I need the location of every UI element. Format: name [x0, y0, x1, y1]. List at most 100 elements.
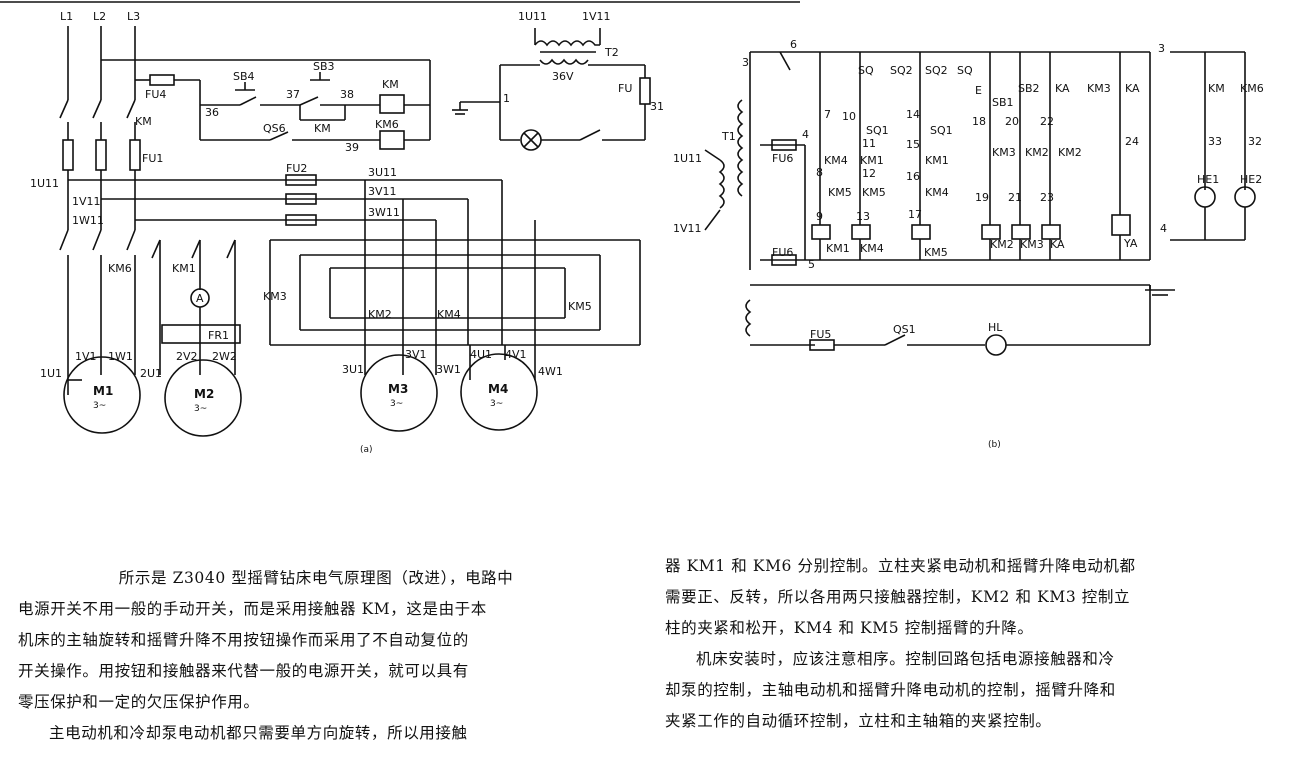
- paragraph-line: 机床的主轴旋转和摇臂升降不用按钮操作而采用了不自动复位的: [18, 631, 469, 649]
- switch-label: QS1: [893, 323, 916, 336]
- node-label: 33: [1208, 135, 1222, 148]
- node-label: 32: [1248, 135, 1262, 148]
- motor-phase: 3~: [490, 399, 503, 409]
- switch-label: KM5: [568, 300, 592, 313]
- bus-label: 1W11: [72, 214, 104, 227]
- node-label: 38: [340, 88, 354, 101]
- lamp-label: HE2: [1240, 173, 1262, 186]
- motor-label: M3: [388, 382, 408, 396]
- control-label: SB4: [233, 70, 255, 83]
- node-label: 31: [650, 100, 664, 113]
- motor-phase: 3~: [390, 399, 403, 409]
- switch-label: KM5: [862, 186, 886, 199]
- node-label: 24: [1125, 135, 1139, 148]
- node-label: 14: [906, 108, 920, 121]
- motor-terminal: 4W1: [538, 365, 563, 378]
- node-label: 23: [1040, 191, 1054, 204]
- caption-a: (a): [360, 445, 373, 455]
- switch-label: KM1: [925, 154, 949, 167]
- paragraph-line: 夹紧工作的自动循环控制，立柱和主轴箱的夹紧控制。: [665, 712, 1052, 730]
- motor-terminal: 2W2: [212, 350, 237, 363]
- node-label: 15: [906, 138, 920, 151]
- switch-label: KA: [1125, 82, 1140, 95]
- motor-label: M1: [93, 384, 113, 398]
- switch-label: SB2: [1018, 82, 1040, 95]
- node-label: 16: [906, 170, 920, 183]
- node-label: 36: [205, 106, 219, 119]
- node-label: 3: [1158, 42, 1165, 55]
- fuse-label: FU5: [810, 328, 831, 341]
- fuse-label: FU2: [286, 162, 307, 175]
- motor-terminal: 2V2: [176, 350, 198, 363]
- switch-label: KM4: [437, 308, 461, 321]
- switch-label: KM1: [860, 154, 884, 167]
- coil-label: KM3: [1020, 238, 1044, 251]
- motor-label: M2: [194, 387, 214, 401]
- switch-label: KM: [1208, 82, 1225, 95]
- node-label: 17: [908, 208, 922, 221]
- paragraph-line: 电源开关不用一般的手动开关，而是采用接触器 KM，这是由于本: [18, 600, 487, 618]
- node-label: 11: [862, 137, 876, 150]
- motor-terminal: 4U1: [470, 348, 492, 361]
- motor-terminal: 4V1: [505, 348, 527, 361]
- node-label: 37: [286, 88, 300, 101]
- node-label: 1: [503, 92, 510, 105]
- node-label: 21: [1008, 191, 1022, 204]
- node-label: 5: [808, 258, 815, 271]
- bus-label: 3U11: [368, 166, 397, 179]
- paragraph-line: 需要正、反转，所以各用两只接触器控制，KM2 和 KM3 控制立: [665, 588, 1131, 606]
- switch-label: SQ1: [930, 124, 953, 137]
- transformer-label: 1V11: [673, 222, 702, 235]
- coil-label: KA: [1050, 238, 1065, 251]
- coil-label: YA: [1123, 237, 1138, 250]
- node-label: 19: [975, 191, 989, 204]
- switch-label: SQ1: [866, 124, 889, 137]
- node-label: 7: [824, 108, 831, 121]
- phase-label: L1: [60, 10, 73, 23]
- node-label: 20: [1005, 115, 1019, 128]
- motor-terminal: 1V1: [75, 350, 97, 363]
- node-label: 4: [1160, 222, 1167, 235]
- relay-label: FR1: [208, 329, 229, 342]
- motor-terminal: 3W1: [436, 363, 461, 376]
- paragraph-line: 所示是 Z3040 型摇臂钻床电气原理图（改进），电路中: [118, 569, 514, 587]
- phase-label: L2: [93, 10, 106, 23]
- switch-label: KM6: [108, 262, 132, 275]
- text-column-left: 所示是 Z3040 型摇臂钻床电气原理图（改进），电路中 电源开关不用一般的手动…: [18, 563, 638, 749]
- control-label: QS6: [263, 122, 286, 135]
- paragraph-line: 机床安装时，应该注意相序。控制回路包括电源接触器和冷: [696, 650, 1115, 668]
- transformer-label: 36V: [552, 70, 574, 83]
- coil-label: KM1: [826, 242, 850, 255]
- node-label: 39: [345, 141, 359, 154]
- switch-label: KM5: [828, 186, 852, 199]
- lamp-label: HE1: [1197, 173, 1219, 186]
- text-column-right: 器 KM1 和 KM6 分别控制。立柱夹紧电动机和摇臂升降电动机都 需要正、反转…: [665, 551, 1285, 737]
- coil-label: KM4: [860, 242, 884, 255]
- control-label: KM6: [375, 118, 399, 131]
- fuse-label: FU1: [142, 152, 163, 165]
- paragraph-line: 零压保护和一定的欠压保护作用。: [18, 693, 260, 711]
- transformer-label: T2: [604, 46, 619, 59]
- caption-b: (b): [988, 440, 1001, 450]
- node-label: 18: [972, 115, 986, 128]
- motor-terminal: 1U1: [40, 367, 62, 380]
- switch-label: KM6: [1240, 82, 1264, 95]
- bus-label: 3W11: [368, 206, 400, 219]
- switch-label: KM2: [1058, 146, 1082, 159]
- control-label: KM: [314, 122, 331, 135]
- fuse-label: FU4: [145, 88, 166, 101]
- motor-phase: 3~: [93, 401, 106, 411]
- switch-label: SQ: [858, 64, 874, 77]
- node-label: 9: [816, 210, 823, 223]
- fuse-label: FU6: [772, 246, 793, 259]
- switch-label: KM3: [1087, 82, 1111, 95]
- control-label: KM: [382, 78, 399, 91]
- switch-label: KM2: [368, 308, 392, 321]
- fuse-label: FU6: [772, 152, 793, 165]
- switch-label: KM4: [925, 186, 949, 199]
- switch-label: SQ: [957, 64, 973, 77]
- control-label: SB3: [313, 60, 335, 73]
- motor-terminal: 2U1: [140, 367, 162, 380]
- lamp-label: HL: [988, 321, 1003, 334]
- switch-label: SQ2: [890, 64, 913, 77]
